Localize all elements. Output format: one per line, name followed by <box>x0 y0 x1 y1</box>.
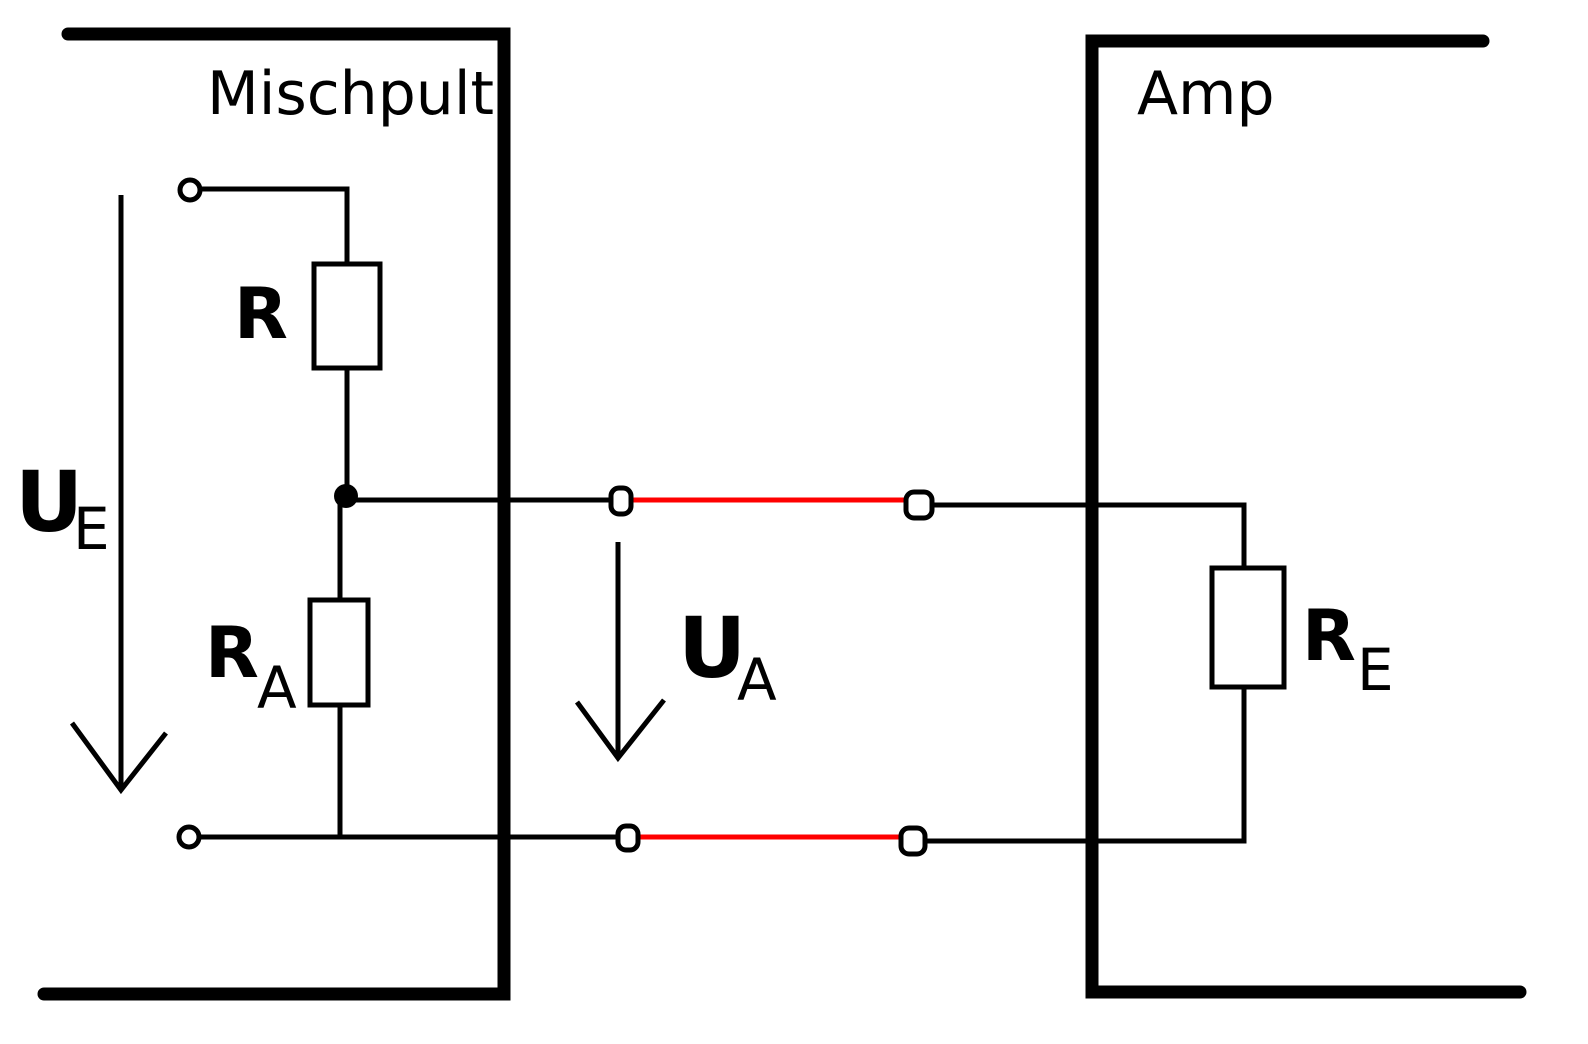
symbol-ua-sub: A <box>737 646 777 714</box>
terminal-amp-in-top <box>903 489 935 521</box>
amp-label: Amp <box>1137 59 1275 129</box>
symbol-ua-main: U <box>678 599 746 697</box>
symbol-ue-main: U <box>15 453 83 551</box>
resistor-re <box>1209 565 1287 690</box>
amp-enclosure-outline <box>1085 34 1527 999</box>
mixer-enclosure-outline <box>37 27 511 1001</box>
wire-amp-ground <box>925 687 1247 844</box>
arrow-ua <box>574 542 666 763</box>
mixer-enclosure <box>37 27 511 1001</box>
symbol-ue-sub: E <box>73 495 110 563</box>
symbol-ua: U A <box>678 599 777 714</box>
amp-enclosure <box>1085 34 1527 999</box>
symbol-re-sub: E <box>1357 636 1394 704</box>
wire-amp-in-top <box>932 502 1247 568</box>
symbol-r-main: R <box>234 273 288 355</box>
symbol-re-main: R <box>1302 595 1356 677</box>
mixer-label: Mischpult <box>207 59 494 129</box>
terminal-mixer-out-bottom <box>615 823 641 853</box>
junction-dot <box>334 484 358 508</box>
arrow-ue <box>69 195 168 795</box>
symbol-ra-main: R <box>205 612 259 694</box>
wire-input-top <box>199 186 350 264</box>
terminal-mixer-out-top <box>608 485 634 517</box>
terminals <box>176 177 935 857</box>
wires <box>199 186 1247 844</box>
arrow-ue-head <box>69 721 168 795</box>
terminal-amp-in-bottom <box>898 825 928 857</box>
symbol-ra-sub: A <box>257 654 297 722</box>
terminal-input-top <box>177 177 203 203</box>
symbol-r: R <box>234 273 288 355</box>
symbol-re: R E <box>1302 595 1394 704</box>
cable <box>631 497 906 840</box>
resistor-ra <box>307 597 371 708</box>
arrow-ua-head <box>574 698 666 763</box>
symbol-ra: R A <box>205 612 297 722</box>
symbol-ue: U E <box>15 453 110 563</box>
resistors <box>307 261 1287 708</box>
terminal-input-bottom <box>176 824 202 850</box>
resistor-r <box>311 261 383 371</box>
